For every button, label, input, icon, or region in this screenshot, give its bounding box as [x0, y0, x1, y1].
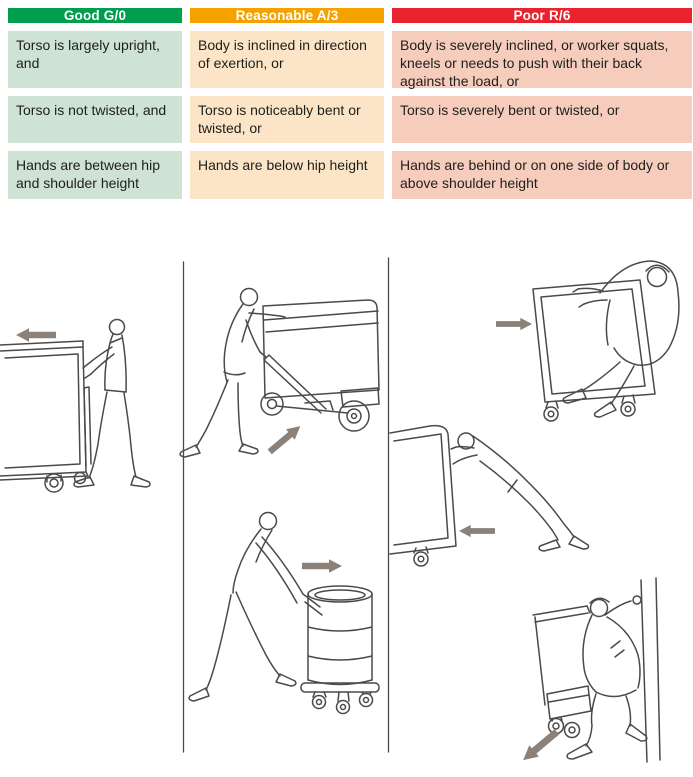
- direction-arrow-right-poor: [496, 317, 532, 331]
- column-header-good: Good G/0: [8, 8, 182, 23]
- illustration-reasonable-inclined-pull: [179, 287, 380, 458]
- illustration-poor-squat-pull: [532, 577, 661, 763]
- illustration-poor-severely-inclined-push: [389, 424, 590, 567]
- column-header-reasonable: Reasonable A/3: [190, 8, 384, 23]
- direction-arrow-right-reasonable: [302, 559, 342, 573]
- illustration-reasonable-drum-push: [188, 511, 380, 715]
- cell-good-hands-hip-shoulder: Hands are between hip and shoulder heigh…: [8, 151, 182, 199]
- direction-arrow-left-poor: [459, 524, 495, 538]
- cell-poor-hands-behind: Hands are behind or on one side of body …: [392, 151, 692, 199]
- direction-arrow-left-good: [16, 328, 56, 342]
- cell-good-torso-not-twisted: Torso is not twisted, and: [8, 96, 182, 143]
- direction-arrow-up-right-reasonable: [267, 426, 301, 455]
- illustration-poor-lean-over-cart: [532, 260, 680, 422]
- illustration-good-upright-push: [0, 318, 151, 493]
- cell-poor-torso-severely-bent: Torso is severely bent or twisted, or: [392, 96, 692, 143]
- cell-reasonable-body-inclined: Body is inclined in direction of exertio…: [190, 31, 384, 88]
- cell-poor-body-severely-inclined: Body is severely inclined, or worker squ…: [392, 31, 692, 89]
- column-header-poor: Poor R/6: [392, 8, 692, 23]
- posture-rating-table: Good G/0 Reasonable A/3 Poor R/6 Torso i…: [8, 8, 692, 199]
- cell-reasonable-hands-below-hip: Hands are below hip height: [190, 151, 384, 199]
- cell-good-torso-upright: Torso is largely upright, and: [8, 31, 182, 88]
- direction-arrow-down-left-poor: [523, 729, 560, 761]
- cell-reasonable-torso-bent: Torso is noticeably bent or twisted, or: [190, 96, 384, 143]
